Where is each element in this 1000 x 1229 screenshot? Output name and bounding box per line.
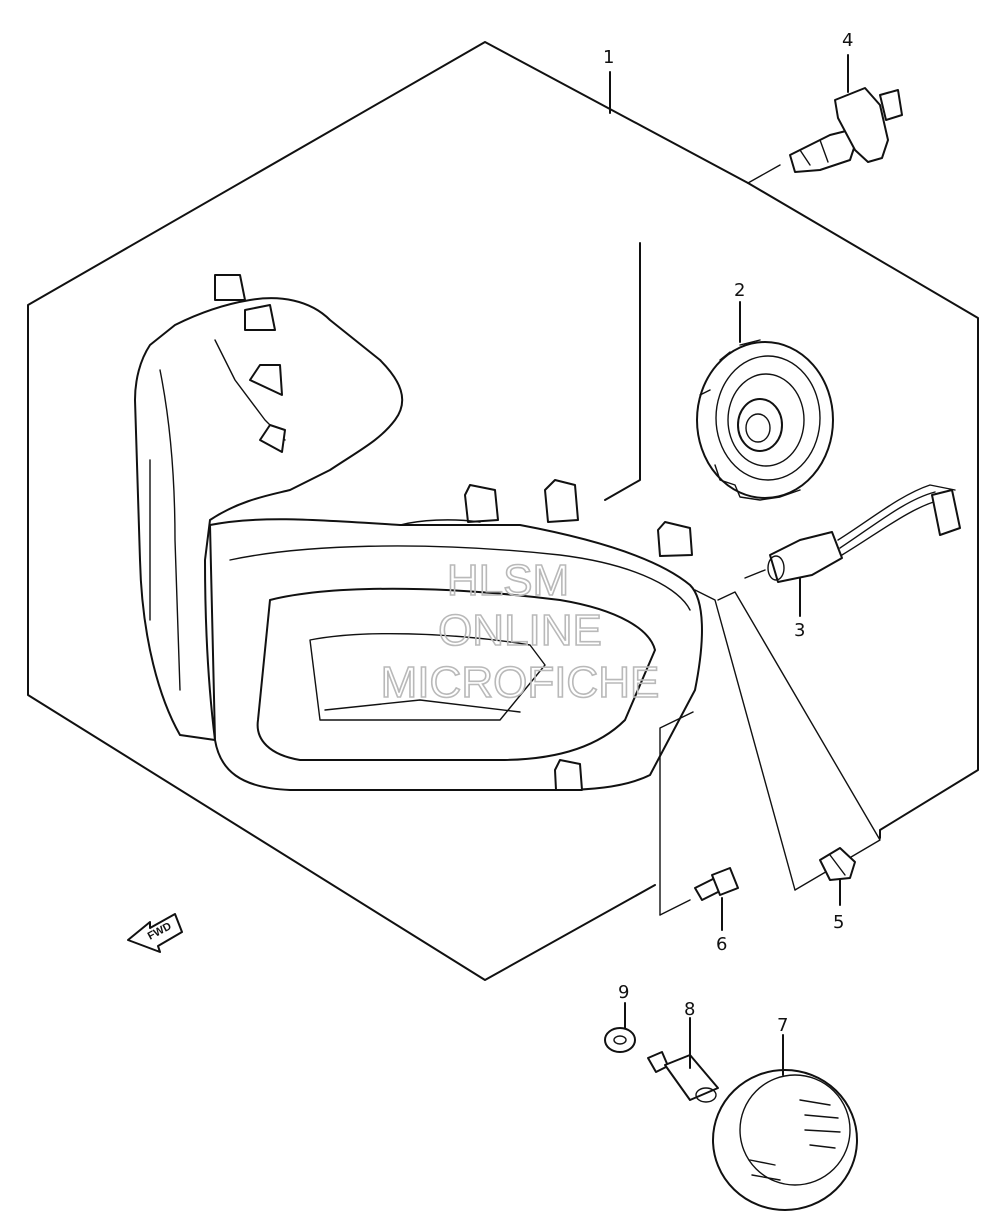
washer <box>604 1027 636 1053</box>
position-socket <box>767 484 961 583</box>
callout-7: 7 <box>777 1015 788 1036</box>
callout-2: 2 <box>734 280 745 301</box>
callout-5: 5 <box>833 912 844 933</box>
guide-lines <box>659 164 881 916</box>
watermark-line-2: ONLINE <box>438 606 602 655</box>
dust-cover <box>696 339 834 501</box>
fwd-arrow-icon: FWD <box>127 913 183 953</box>
spacer-stud <box>647 1051 719 1103</box>
bulb-h4 <box>789 87 903 173</box>
callout-8: 8 <box>684 999 695 1020</box>
watermark: HLSM ONLINE MICROFICHE <box>380 555 660 708</box>
watermark-line-3: MICROFICHE <box>381 658 660 707</box>
assembly-boundary <box>27 41 979 981</box>
callout-6: 6 <box>716 934 727 955</box>
headlight-housing <box>134 274 703 791</box>
position-bulb <box>819 847 856 881</box>
callout-1: 1 <box>603 47 614 68</box>
callout-4: 4 <box>842 30 853 51</box>
bolt <box>694 867 739 901</box>
callout-9: 9 <box>618 982 629 1003</box>
watermark-line-1: HLSM <box>447 556 569 605</box>
callout-3: 3 <box>794 620 805 641</box>
reflector <box>712 1069 858 1211</box>
